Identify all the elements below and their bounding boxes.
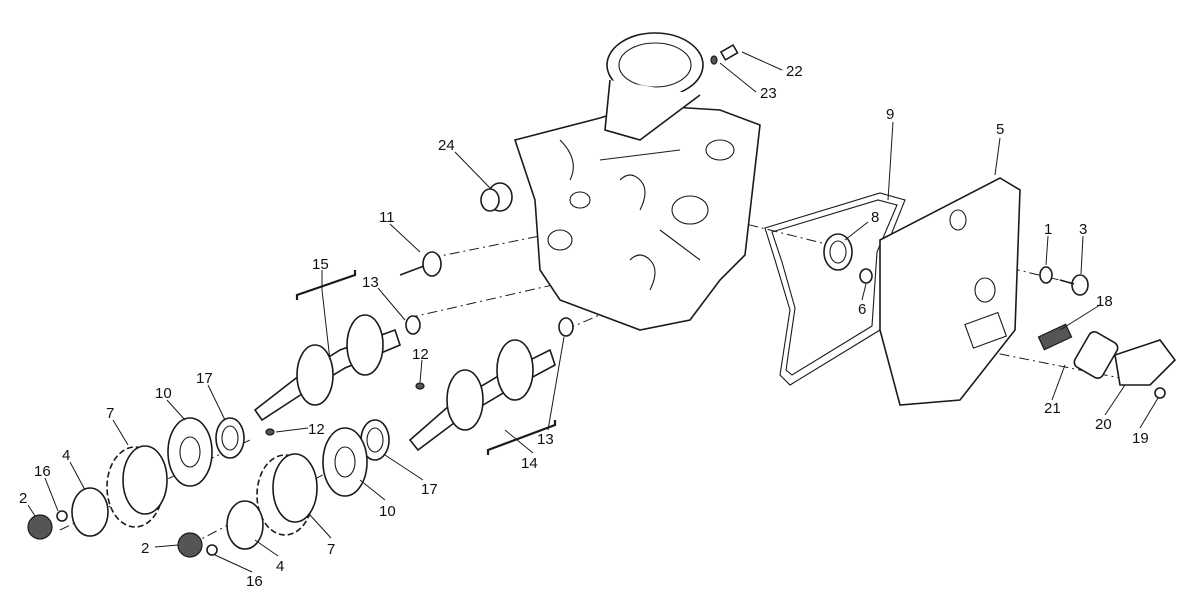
- washer-23: [710, 55, 718, 65]
- callout: 10: [379, 503, 396, 520]
- seal-8: [823, 233, 853, 271]
- sensor-18: [1037, 323, 1073, 351]
- callout: 2: [141, 540, 149, 557]
- callout: 22: [786, 63, 803, 80]
- timing-cover: [879, 177, 1021, 406]
- plug-6: [859, 268, 873, 284]
- camshaft-14: [408, 339, 556, 452]
- callout: 18: [1096, 293, 1113, 310]
- callout: 23: [760, 85, 777, 102]
- callout: 6: [858, 301, 866, 318]
- callout: 14: [521, 455, 538, 472]
- camshaft-15: [253, 314, 401, 422]
- callout: 7: [106, 405, 114, 422]
- callout: 12: [412, 346, 429, 363]
- leader-lines: [27, 51, 1159, 573]
- callout: 2: [19, 490, 27, 507]
- gasket-21: [1073, 331, 1119, 379]
- bracket-14: [486, 420, 557, 455]
- callout: 4: [62, 447, 70, 464]
- plug-24: [480, 182, 513, 212]
- callout: 15: [312, 256, 329, 273]
- callout: 21: [1044, 400, 1061, 417]
- callout: 19: [1132, 430, 1149, 447]
- callout: 17: [196, 370, 213, 387]
- callout: 16: [246, 573, 263, 590]
- gasket: [764, 192, 906, 386]
- keys-12: [265, 382, 425, 436]
- callout: 7: [327, 541, 335, 558]
- bracket-15: [295, 270, 357, 300]
- gears: [27, 417, 390, 558]
- callout: 12: [308, 421, 325, 438]
- callout: 17: [421, 481, 438, 498]
- callout: 8: [871, 209, 879, 226]
- cylinder-head: [513, 32, 761, 331]
- cover-20: [1114, 339, 1177, 386]
- orings-13: [405, 315, 574, 337]
- callout: 4: [276, 558, 284, 575]
- callout: 13: [537, 431, 554, 448]
- callout: 1: [1044, 221, 1052, 238]
- callout: 10: [155, 385, 172, 402]
- washer-1: [1039, 266, 1053, 284]
- callout: 13: [362, 274, 379, 291]
- callout: 20: [1095, 416, 1112, 433]
- screw-3: [1059, 274, 1089, 296]
- callout-labels: 22 23 9 5 24 11 8 15 1 3 13 6 18 12 17 1…: [19, 63, 1149, 590]
- callout: 11: [379, 209, 395, 226]
- sensor-22: [719, 43, 739, 61]
- callout: 16: [34, 463, 51, 480]
- callout: 5: [996, 121, 1004, 138]
- callout: 24: [438, 137, 455, 154]
- bolt-11: [399, 251, 442, 277]
- callout: 9: [886, 106, 894, 123]
- screw-19: [1154, 387, 1166, 399]
- callout: 3: [1079, 221, 1087, 238]
